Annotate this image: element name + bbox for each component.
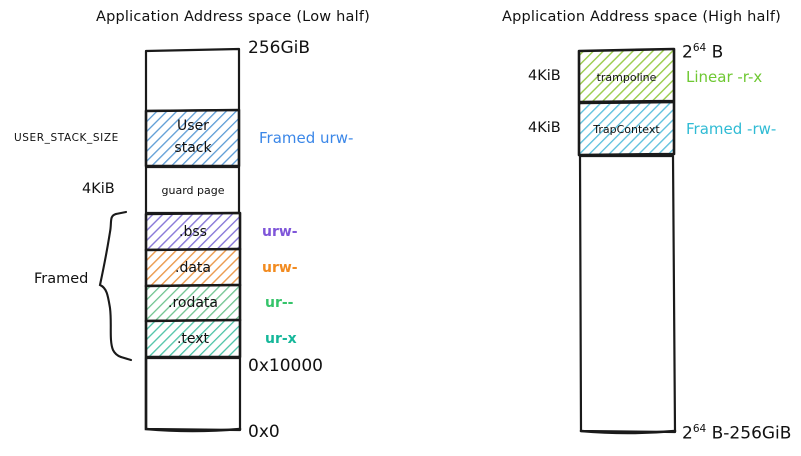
- user-stack-size-label: USER_STACK_SIZE: [14, 132, 119, 144]
- right-bottom-address-suffix: B-256GiB: [706, 423, 792, 444]
- right-top-address-exponent: 64: [692, 42, 707, 54]
- left-panel-title: Application Address space (Low half): [96, 9, 371, 25]
- left-top-address-label: 256GiB: [248, 38, 311, 58]
- text-permission-label: ur-x: [265, 331, 297, 347]
- bss-permission-label: urw-: [262, 224, 298, 240]
- left-region-data: [144, 247, 242, 288]
- trampoline-size-label: 4KiB: [528, 68, 561, 84]
- left-region-empty-bottom: [144, 356, 242, 433]
- right-panel-title: Application Address space (High half): [502, 9, 781, 25]
- left-region-rodata: [144, 283, 242, 323]
- left-region-bss: [144, 211, 242, 252]
- left-region-guard-page: [144, 165, 241, 215]
- guard-page-size-label: 4KiB: [82, 181, 115, 197]
- framed-brace-label: Framed: [34, 271, 89, 287]
- left-region-text: [144, 318, 242, 359]
- framed-brace: [98, 210, 133, 362]
- trampoline-permission-label: Linear -r-x: [686, 68, 763, 86]
- trapcontext-permission-label: Framed -rw-: [686, 120, 777, 138]
- right-region-trampoline: [577, 47, 676, 104]
- right-bottom-address-label: 264 B-256GiB: [682, 424, 791, 443]
- left-region-empty-top: [144, 47, 241, 113]
- right-bottom-address-base: 2: [682, 423, 693, 444]
- right-region-trapcontext: [577, 100, 676, 157]
- right-bottom-address-exponent: 64: [692, 423, 707, 435]
- right-region-empty: [578, 154, 677, 435]
- user-stack-permission-label: Framed urw-: [259, 129, 354, 147]
- data-permission-label: urw-: [262, 260, 298, 276]
- text-start-address-label: 0x10000: [248, 356, 323, 376]
- left-bottom-address-label: 0x0: [248, 422, 280, 442]
- right-top-address-label: 264 B: [682, 43, 723, 62]
- right-top-address-suffix: B: [706, 42, 724, 63]
- right-top-address-base: 2: [682, 42, 693, 63]
- rodata-permission-label: ur--: [265, 295, 294, 311]
- left-region-user-stack: [144, 108, 241, 168]
- trapcontext-size-label: 4KiB: [528, 120, 561, 136]
